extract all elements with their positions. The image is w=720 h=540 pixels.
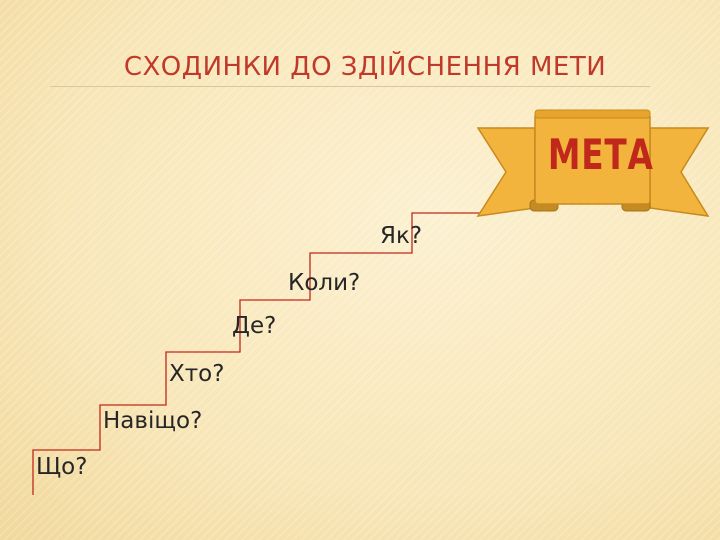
goal-banner — [476, 109, 710, 217]
step-label-where: Де? — [232, 313, 277, 339]
step-label-when: Коли? — [288, 270, 361, 296]
banner-right-ribbon — [649, 127, 710, 217]
banner-left-ribbon — [476, 127, 536, 217]
step-label-why: Навіщо? — [103, 408, 203, 434]
step-label-how: Як? — [380, 223, 423, 249]
slide-title: СХОДИНКИ ДО ЗДІЙСНЕННЯ МЕТИ — [123, 52, 607, 82]
banner-top-fold — [534, 109, 651, 119]
title-underline — [50, 86, 650, 87]
step-label-who: Хто? — [169, 361, 225, 387]
staircase-line — [32, 212, 485, 495]
step-label-what: Що? — [36, 454, 88, 480]
goal-label: МЕТА — [547, 130, 654, 179]
